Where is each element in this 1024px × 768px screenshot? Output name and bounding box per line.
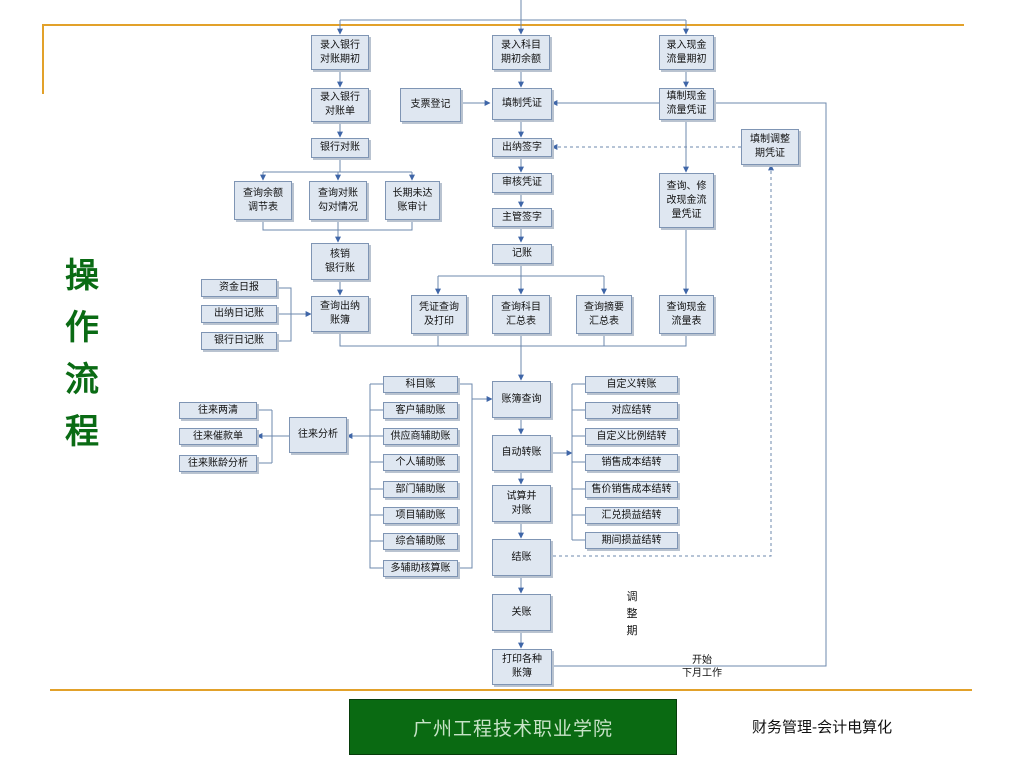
school-name-banner: 广州工程技术职业学院 bbox=[349, 699, 677, 755]
audit-voucher-node: 审核凭证 bbox=[492, 173, 552, 193]
next-month-label: 开始 下月工作 bbox=[682, 655, 722, 679]
query-cash-voucher-node: 查询、修 改现金流 量凭证 bbox=[659, 173, 714, 228]
query-balance-node: 查询余额 调节表 bbox=[234, 181, 292, 220]
left-rule bbox=[42, 24, 44, 94]
top-rule bbox=[42, 24, 964, 26]
supplier-aux-node: 供应商辅助账 bbox=[383, 428, 458, 445]
bottom-rule bbox=[50, 689, 972, 691]
dept-aux-node: 部门辅助账 bbox=[383, 481, 458, 498]
trial-balance-node: 试算并 对账 bbox=[492, 485, 551, 522]
ar-analysis-node: 往来分析 bbox=[289, 417, 347, 453]
close-period-node: 结账 bbox=[492, 539, 551, 576]
subject-summary-node: 查询科目 汇总表 bbox=[492, 295, 550, 334]
close-book-node: 关账 bbox=[492, 594, 551, 631]
cashier-journal-node: 出纳日记账 bbox=[201, 305, 277, 323]
fx-gain-node: 汇兑损益结转 bbox=[585, 507, 678, 524]
cashier-sign-node: 出纳签字 bbox=[492, 138, 552, 157]
cash-voucher-node: 填制现金 流量凭证 bbox=[659, 88, 714, 120]
bank-init-node: 录入银行 对账期初 bbox=[311, 35, 369, 70]
adjust-voucher-node: 填制调整 期凭证 bbox=[741, 129, 799, 165]
bank-journal-node: 银行日记账 bbox=[201, 332, 277, 350]
bank-recon-node: 银行对账 bbox=[311, 138, 369, 158]
print-books-node: 打印各种 账簿 bbox=[492, 649, 552, 685]
cash-init-node: 录入现金 流量期初 bbox=[659, 35, 714, 70]
post-node: 记账 bbox=[492, 244, 552, 264]
fund-daily-node: 资金日报 bbox=[201, 279, 277, 297]
ratio-transfer-node: 自定义比例结转 bbox=[585, 428, 678, 445]
multi-aux-node: 多辅助核算账 bbox=[383, 560, 458, 577]
auto-transfer-node: 自动转账 bbox=[492, 435, 551, 471]
query-cashier-book-node: 查询出纳 账簿 bbox=[311, 296, 369, 332]
voucher-print-node: 凭证查询 及打印 bbox=[411, 295, 467, 334]
price-sales-cost-node: 售价销售成本结转 bbox=[585, 481, 678, 498]
cash-flow-table-node: 查询现金 流量表 bbox=[659, 295, 714, 334]
general-aux-node: 综合辅助账 bbox=[383, 533, 458, 550]
subject-init-node: 录入科目 期初余额 bbox=[492, 35, 550, 70]
supervisor-sign-node: 主管签字 bbox=[492, 208, 552, 227]
project-aux-node: 项目辅助账 bbox=[383, 507, 458, 524]
ar-dun-node: 往来催款单 bbox=[179, 428, 257, 445]
corr-transfer-node: 对应结转 bbox=[585, 402, 678, 419]
bank-statement-node: 录入银行 对账单 bbox=[311, 88, 369, 122]
ar-aging-node: 往来账龄分析 bbox=[179, 455, 257, 472]
ar-clear-node: 往来两清 bbox=[179, 402, 257, 419]
customer-aux-node: 客户辅助账 bbox=[383, 402, 458, 419]
course-name: 财务管理-会计电算化 bbox=[752, 718, 893, 736]
period-pl-node: 期间损益结转 bbox=[585, 532, 678, 549]
make-voucher-node: 填制凭证 bbox=[492, 88, 552, 120]
sales-cost-node: 销售成本结转 bbox=[585, 454, 678, 471]
operation-flow-title: 操 作 流 程 bbox=[65, 256, 99, 452]
personal-aux-node: 个人辅助账 bbox=[383, 454, 458, 471]
book-query-node: 账簿查询 bbox=[492, 381, 551, 418]
adjust-period-label: 调 整 期 bbox=[626, 590, 638, 637]
long-unreached-node: 长期未达 账审计 bbox=[385, 181, 440, 220]
check-register-node: 支票登记 bbox=[400, 88, 461, 122]
writeoff-node: 核销 银行账 bbox=[311, 243, 369, 280]
subject-book-node: 科目账 bbox=[383, 376, 458, 393]
summary-table-node: 查询摘要 汇总表 bbox=[576, 295, 632, 334]
query-tick-node: 查询对账 勾对情况 bbox=[309, 181, 367, 220]
custom-transfer-node: 自定义转账 bbox=[585, 376, 678, 393]
